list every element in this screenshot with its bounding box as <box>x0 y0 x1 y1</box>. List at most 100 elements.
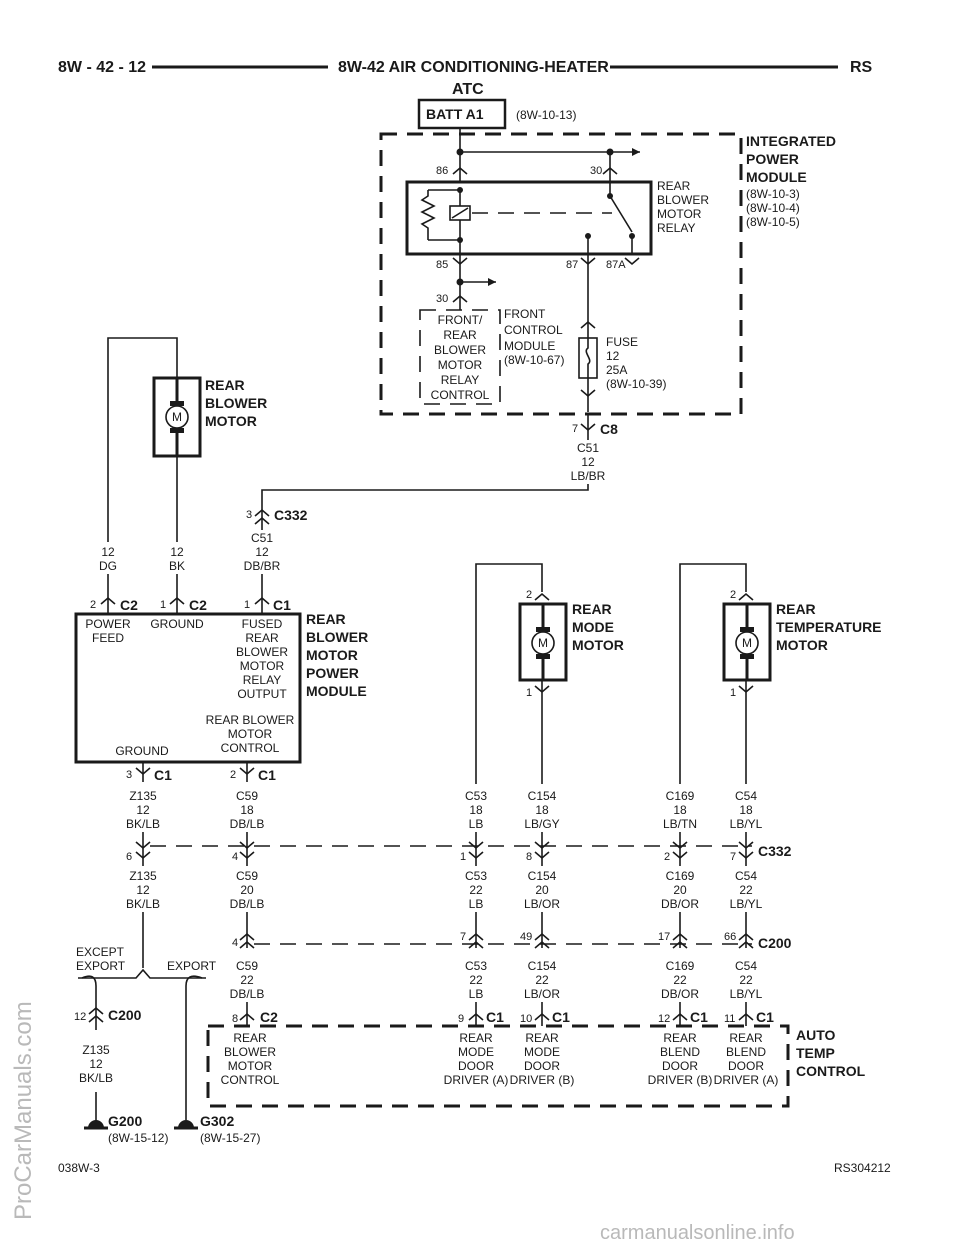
rbmpm-fused-5: RELAY <box>243 673 281 687</box>
row2-z135-b: 12 <box>136 883 150 897</box>
ipm-ref-2: (8W-10-4) <box>746 201 800 215</box>
ipm-enclosure <box>379 132 743 416</box>
wire-dg-gauge: 12 <box>101 545 115 559</box>
atc-d5-4: DRIVER (A) <box>714 1073 779 1087</box>
row3-c59-c: DB/LB <box>230 987 265 1001</box>
row1-c59-b: 18 <box>240 803 254 817</box>
ipm-label-3: MODULE <box>746 169 807 185</box>
rear-blower-motor-label-2: BLOWER <box>205 395 267 411</box>
rbmpm-c2a-pin: 2 <box>90 599 96 611</box>
row3-c54-c: LB/YL <box>730 987 763 1001</box>
ipm-ref-3: (8W-10-5) <box>746 215 800 229</box>
c200-left-connector: C200 <box>108 1007 142 1023</box>
rbmpm-ground-top: GROUND <box>150 617 204 631</box>
watermark-side-text: ProCarManuals.com <box>10 1001 37 1220</box>
fcm-label-3: MODULE <box>504 339 555 353</box>
fcm-box-1: FRONT/ <box>438 313 483 327</box>
fcm-pin-30: 30 <box>436 293 448 305</box>
c8-wire-2: 12 <box>581 455 595 469</box>
atc-d5-2: BLEND <box>726 1045 766 1059</box>
atc-d5-1: REAR <box>729 1031 763 1045</box>
except-export-2: EXPORT <box>76 959 126 973</box>
row1-c154-c: LB/GY <box>524 817 559 831</box>
atc-enclosure <box>206 1024 790 1108</box>
header-subtitle: ATC <box>452 81 484 98</box>
relay-label-3: MOTOR <box>657 207 702 221</box>
except-export-1: EXCEPT <box>76 945 125 959</box>
row3-c154-b: 22 <box>535 973 549 987</box>
atc-d1-3: MOTOR <box>228 1059 273 1073</box>
rbmpm-name-5: MODULE <box>306 683 367 699</box>
footer-left: 038W-3 <box>58 1161 100 1175</box>
rbmpm-ground-bottom: GROUND <box>115 744 169 758</box>
row2-c169-a: C169 <box>666 869 695 883</box>
c332-mid-pin-3: 1 <box>460 851 466 863</box>
wire-bk-gauge: 12 <box>170 545 184 559</box>
atc-d4-3: DOOR <box>662 1059 698 1073</box>
row3-c59-b: 22 <box>240 973 254 987</box>
rbmpm-fused-3: BLOWER <box>236 645 288 659</box>
rmm-bot-pin: 1 <box>526 687 532 699</box>
atc-d4-2: BLEND <box>660 1045 700 1059</box>
c200-left-wire-1: Z135 <box>82 1043 110 1057</box>
c332-mid-connector: C332 <box>758 843 792 859</box>
rear-blower-motor-label-1: REAR <box>205 377 245 393</box>
row3-c169-a: C169 <box>666 959 695 973</box>
row3-c154-c: LB/OR <box>524 987 560 1001</box>
atc-name-2: TEMP <box>796 1045 835 1061</box>
c200-mid-pin-4: 17 <box>658 931 670 943</box>
atc-d5-3: DOOR <box>728 1059 764 1073</box>
row1-c59-a: C59 <box>236 789 258 803</box>
ipm-label-2: POWER <box>746 151 799 167</box>
ipm-label-1: INTEGRATED <box>746 133 836 149</box>
batt-a1-label: BATT A1 <box>426 106 484 122</box>
c200-mid-terminals <box>239 932 754 949</box>
c332-top-wire-1: C51 <box>251 531 273 545</box>
rmm-top-pin: 2 <box>526 589 532 601</box>
wire-dg-color: DG <box>99 559 117 573</box>
atc-c1c: C1 <box>690 1009 708 1025</box>
atc-d3-2: MODE <box>524 1045 560 1059</box>
atc-d2-1: REAR <box>459 1031 493 1045</box>
watermark-bottom: carmanualsonline.info <box>600 1222 795 1244</box>
fuse-label-1: FUSE <box>606 335 638 349</box>
c200-mid-connector: C200 <box>758 935 792 951</box>
atc-d3-1: REAR <box>525 1031 559 1045</box>
row2-c169-c: DB/OR <box>661 897 699 911</box>
fcm-label-2: CONTROL <box>504 323 563 337</box>
atc-c1a-pin: 9 <box>458 1013 464 1025</box>
rmm-label-3: MOTOR <box>572 637 624 653</box>
row3-c53-b: 22 <box>469 973 483 987</box>
row1-c54-a: C54 <box>735 789 757 803</box>
wire-bk-color: BK <box>169 559 185 573</box>
c332-mid-terminals <box>135 841 754 860</box>
atc-d2-4: DRIVER (A) <box>444 1073 509 1087</box>
rbmpm-fused-6: OUTPUT <box>237 687 287 701</box>
rbmpm-name-3: MOTOR <box>306 647 358 663</box>
rbmpm-fused-4: MOTOR <box>240 659 285 673</box>
rmm-label-2: MODE <box>572 619 614 635</box>
rtm-label-2: TEMPERATURE <box>776 619 882 635</box>
row2-c154-b: 20 <box>535 883 549 897</box>
rtm-top-pin: 2 <box>730 589 736 601</box>
c8-wire-3: LB/BR <box>571 469 606 483</box>
row1-c169-c: LB/TN <box>663 817 697 831</box>
watermark-side: ProCarManuals.com <box>10 520 37 1220</box>
ground-g200-ref: (8W-15-12) <box>108 1131 168 1145</box>
rbmpm-b3: C1 <box>154 767 172 783</box>
rbmpm-b3-pin: 3 <box>126 769 132 781</box>
fuse-label-2: 12 <box>606 349 620 363</box>
rtm-label-1: REAR <box>776 601 816 617</box>
ground-g302-ref: (8W-15-27) <box>200 1131 260 1145</box>
row2-c59-a: C59 <box>236 869 258 883</box>
relay-pin-87a: 87A <box>606 259 626 271</box>
rtm-m: M <box>742 636 752 650</box>
atc-c1d-pin: 11 <box>724 1013 735 1025</box>
c332-top-pin: 3 <box>246 509 252 521</box>
header-page-number: 8W - 42 - 12 <box>58 59 146 76</box>
atc-d2-2: MODE <box>458 1045 494 1059</box>
ipm-ref-1: (8W-10-3) <box>746 187 800 201</box>
fuse-label-3: 25A <box>606 363 627 377</box>
ground-g200: G200 <box>108 1113 142 1129</box>
row2-c53-c: LB <box>469 897 484 911</box>
